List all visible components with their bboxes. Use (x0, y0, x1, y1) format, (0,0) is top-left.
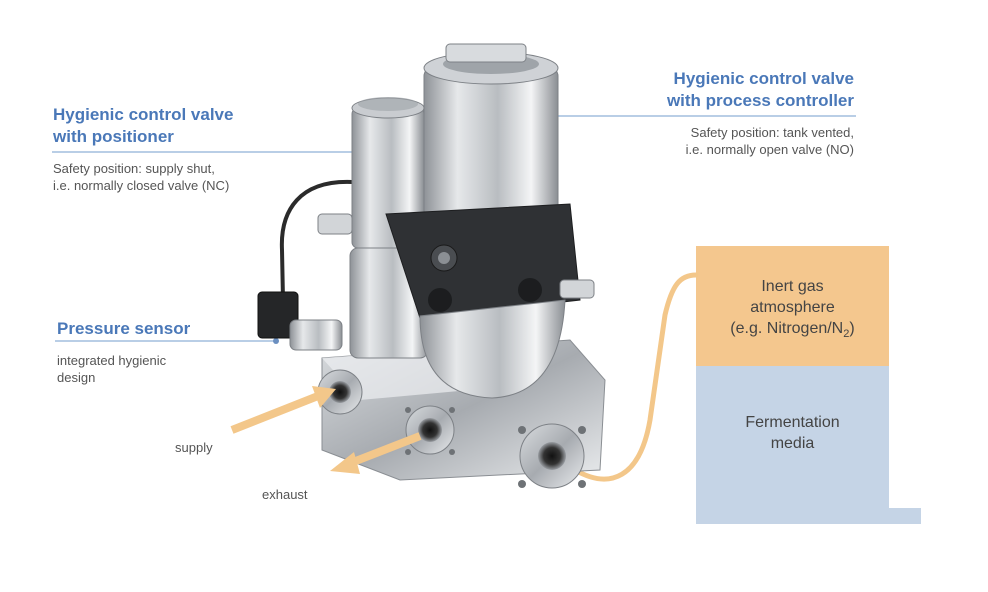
fermentation-media-zone (696, 366, 889, 524)
supply-arrow (230, 386, 336, 434)
inert-gas-line2: atmosphere (750, 299, 835, 316)
tank (696, 246, 921, 524)
inert-gas-label: Inert gas atmosphere (e.g. Nitrogen/N2) (696, 276, 889, 345)
process-controller-description: Safety position: tank vented, i.e. norma… (685, 125, 854, 157)
exhaust-arrow (330, 432, 422, 474)
inert-gas-line1: Inert gas (761, 278, 824, 295)
pressure-sensor-title: Pressure sensor (57, 319, 191, 338)
fermentation-media-label: Fermentation media (745, 414, 840, 452)
positioner-title: Hygienic control valve with positioner (53, 105, 234, 146)
inert-gas-zone (696, 246, 889, 366)
process-controller-title: Hygienic control valve with process cont… (666, 69, 854, 110)
sensor-leader-dot (273, 338, 279, 344)
gas-pipe (572, 272, 699, 482)
positioner-description: Safety position: supply shut, i.e. norma… (53, 161, 230, 193)
inert-gas-line3-prefix: (e.g. Nitrogen/N (730, 320, 844, 337)
pressure-sensor-description: integrated hygienic design (57, 353, 167, 385)
supply-label: supply (175, 440, 213, 455)
exhaust-label: exhaust (262, 487, 308, 502)
inert-gas-line3-suffix: ) (849, 320, 855, 337)
tank-outlet (889, 508, 921, 524)
inert-gas-line3: (e.g. Nitrogen/N2) (696, 318, 889, 345)
inert-gas-subscript: 2 (843, 328, 850, 341)
valve-assembly (257, 43, 606, 489)
